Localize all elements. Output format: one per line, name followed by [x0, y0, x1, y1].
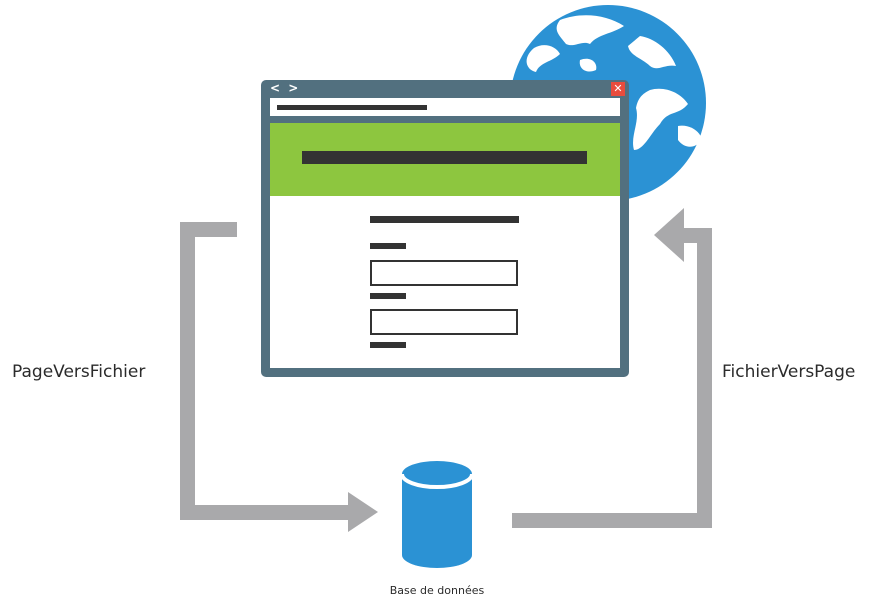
form-label-placeholder [370, 243, 406, 249]
form-heading-placeholder [370, 216, 519, 223]
form-label-placeholder [370, 342, 406, 348]
browser-window: < > ✕ [261, 80, 629, 377]
hero-title-placeholder [302, 151, 587, 164]
address-bar[interactable] [270, 98, 620, 116]
address-placeholder [277, 105, 427, 110]
database-icon [400, 461, 474, 568]
page-to-file-arrow [180, 222, 378, 532]
hero-banner [270, 123, 620, 196]
close-icon[interactable]: ✕ [611, 82, 625, 96]
form-input[interactable] [370, 309, 518, 335]
form-label-placeholder [370, 293, 406, 299]
page-to-file-label: PageVersFichier [12, 362, 146, 382]
database-label: Base de données [389, 584, 485, 597]
form-input[interactable] [370, 260, 518, 286]
browser-content [270, 123, 620, 368]
nav-arrows-icon[interactable]: < > [270, 81, 301, 95]
file-to-page-arrow [512, 208, 712, 528]
file-to-page-label: FichierVersPage [722, 362, 856, 382]
